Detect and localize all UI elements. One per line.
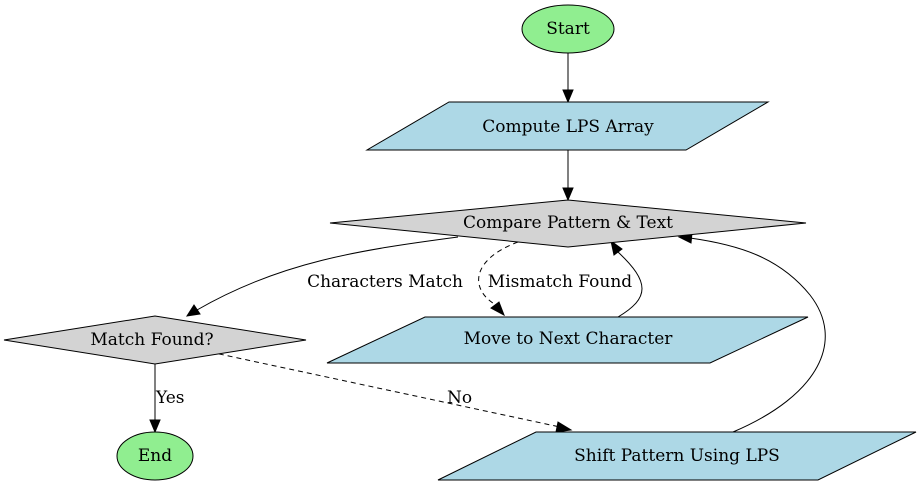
edge-move-next-to-compare bbox=[610, 239, 643, 318]
edge-label-yes: Yes bbox=[155, 388, 185, 408]
end-node: End bbox=[116, 431, 194, 481]
compute-lps-node: Compute LPS Array bbox=[365, 101, 770, 151]
edge-label-characters-match: Characters Match bbox=[307, 272, 463, 292]
edge-match-found-to-end bbox=[149, 364, 161, 434]
start-node: Start bbox=[521, 4, 615, 54]
edge-compare-to-move-next bbox=[478, 241, 519, 317]
match-found-label: Match Found? bbox=[90, 330, 213, 350]
edge-start-to-compute-lps bbox=[562, 53, 574, 104]
edge-label-no: No bbox=[447, 388, 472, 408]
edge-label-mismatch-found: Mismatch Found bbox=[488, 272, 633, 292]
move-next-node: Move to Next Character bbox=[326, 316, 809, 364]
compare-label: Compare Pattern & Text bbox=[463, 213, 673, 233]
edge-compare-to-match-found bbox=[185, 236, 459, 317]
shift-pattern-label: Shift Pattern Using LPS bbox=[574, 446, 780, 466]
move-next-label: Move to Next Character bbox=[464, 329, 674, 349]
end-label: End bbox=[138, 446, 172, 466]
edge-match-found-to-shift-pattern bbox=[209, 351, 573, 433]
edge-compute-lps-to-compare bbox=[562, 150, 574, 202]
compare-node: Compare Pattern & Text bbox=[329, 199, 807, 248]
shift-pattern-node: Shift Pattern Using LPS bbox=[437, 431, 917, 481]
start-label: Start bbox=[546, 19, 590, 39]
match-found-node: Match Found? bbox=[3, 315, 307, 365]
compute-lps-label: Compute LPS Array bbox=[482, 117, 654, 137]
